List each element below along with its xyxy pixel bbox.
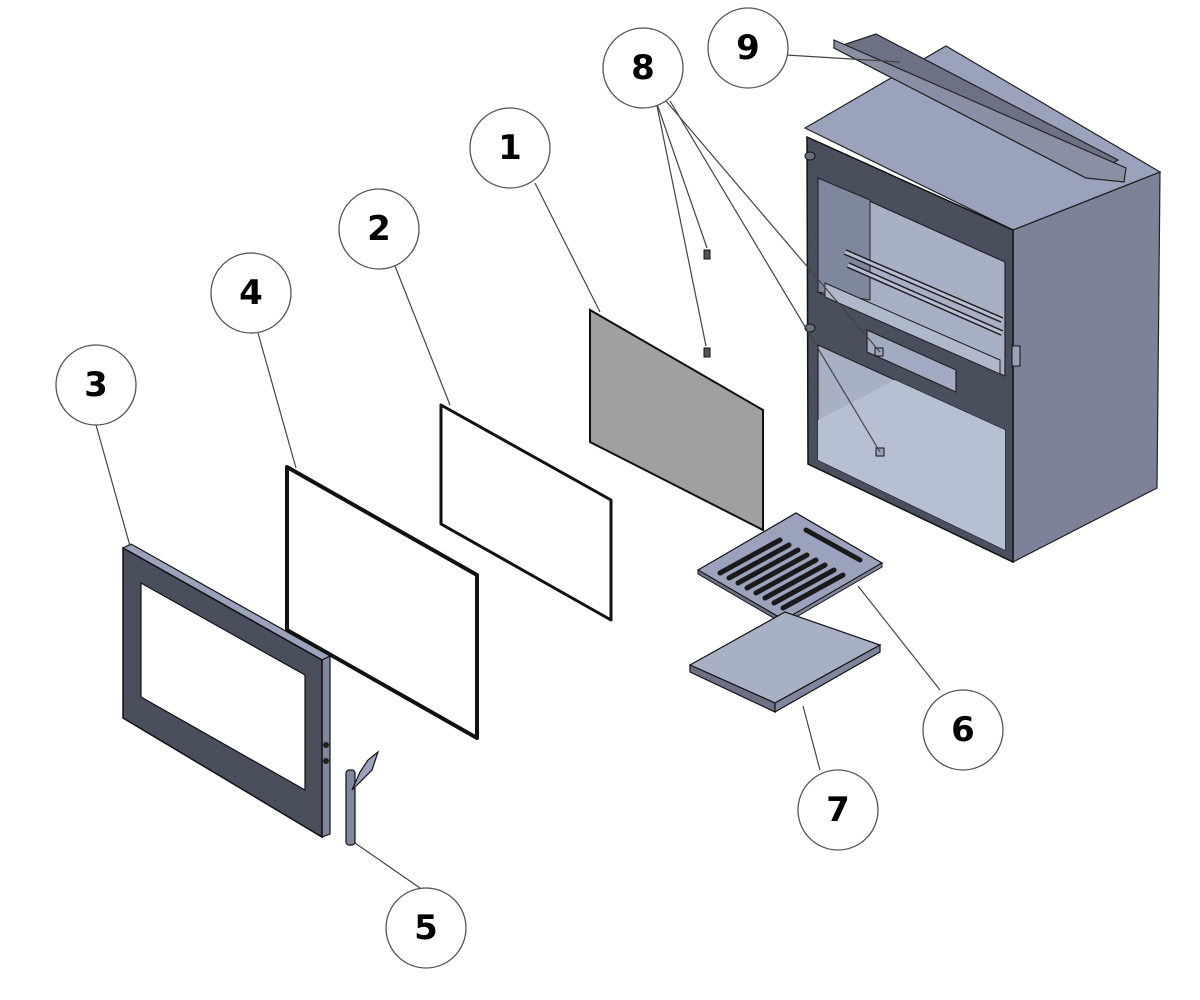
balloon-6-label: 6 — [951, 710, 975, 750]
balloon-4-label: 4 — [239, 273, 263, 313]
balloon-2: 2 — [338, 188, 420, 270]
balloon-7: 7 — [797, 769, 879, 851]
glass-panel — [589, 308, 764, 532]
balloon-9-label: 9 — [736, 28, 760, 68]
ash-pan — [688, 611, 882, 714]
balloon-7-label: 7 — [826, 790, 850, 830]
balloon-6: 6 — [922, 689, 1004, 771]
door-gasket — [285, 465, 479, 740]
leader-lines — [95, 54, 941, 889]
balloon-9: 9 — [707, 7, 789, 89]
balloon-8-label: 8 — [631, 48, 655, 88]
balloon-3-label: 3 — [84, 365, 108, 405]
balloon-2-label: 2 — [367, 209, 391, 249]
glass-clips — [703, 249, 711, 358]
stove-side — [1012, 171, 1161, 563]
balloon-8: 8 — [602, 27, 684, 109]
grate — [696, 512, 884, 625]
door-frame — [121, 543, 332, 839]
balloon-4: 4 — [210, 252, 292, 334]
balloon-5: 5 — [385, 887, 467, 969]
baffle-plate — [832, 33, 1127, 183]
door-handle — [345, 750, 380, 846]
balloon-5-label: 5 — [414, 908, 438, 948]
balloon-1: 1 — [469, 107, 551, 189]
balloon-1-label: 1 — [498, 128, 522, 168]
stove-body — [803, 45, 1162, 564]
glass-seal — [439, 403, 613, 622]
balloon-3: 3 — [55, 344, 137, 426]
